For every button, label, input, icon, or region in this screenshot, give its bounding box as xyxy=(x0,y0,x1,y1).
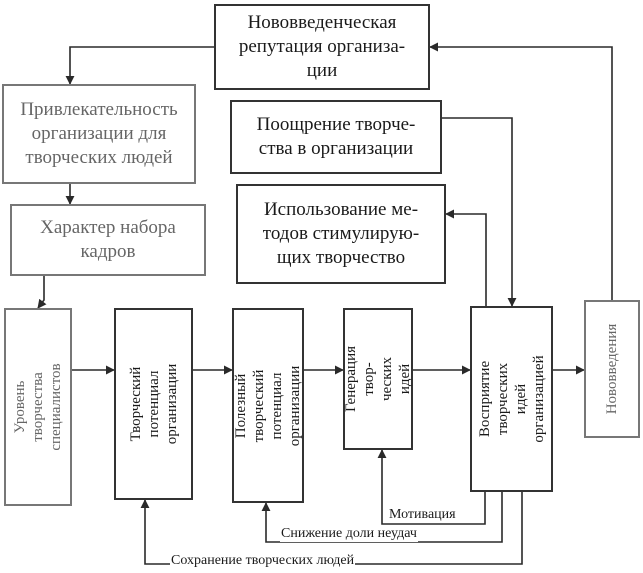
box-attractiveness-label: Привлекательность организации для творче… xyxy=(20,99,178,168)
box-stimulating-methods-label: Использование ме- тодов стимулирую- щих … xyxy=(262,199,420,268)
label-motivation: Мотивация xyxy=(388,507,457,523)
arrow-motivation-loop xyxy=(377,449,486,525)
box-idea-perception-label: Восприятие творческих идей организацией xyxy=(476,355,547,443)
box-idea-generation: Генерация твор- ческих идей xyxy=(343,308,413,450)
box-encouragement: Поощрение творче- ства в организации xyxy=(230,100,442,174)
box-attractiveness: Привлекательность организации для творче… xyxy=(2,84,196,184)
arrow-reputation-to-attractiveness xyxy=(65,46,214,85)
box-useful-potential: Полезный творческий потенциал организаци… xyxy=(232,308,304,503)
box-innovations-label: Нововведения xyxy=(604,323,620,415)
box-idea-perception: Восприятие творческих идей организацией xyxy=(470,306,553,492)
label-failure-reduction: Снижение доли неудач xyxy=(280,526,418,542)
box-useful-potential-label: Полезный творческий потенциал организаци… xyxy=(233,365,303,446)
arrow-encouragement-to-perception xyxy=(442,117,517,307)
box-stimulating-methods: Использование ме- тодов стимулирую- щих … xyxy=(236,184,446,284)
box-specialists-level-label: Уровень творчества специалистов xyxy=(12,363,64,451)
box-specialists-level: Уровень творчества специалистов xyxy=(4,308,72,506)
box-recruitment-label: Характер набора кадров xyxy=(40,217,176,262)
box-innovations: Нововведения xyxy=(584,300,640,438)
box-idea-generation-label: Генерация твор- ческих идей xyxy=(343,346,413,412)
box-encouragement-label: Поощрение творче- ства в организации xyxy=(256,114,416,159)
arrow-perception-to-methods xyxy=(445,209,487,306)
label-retention: Сохранение творческих людей xyxy=(170,553,356,569)
arrow-failure-reduction-loop xyxy=(261,492,503,543)
box-innovation-reputation-label: Нововведенческая репутация организа- ции xyxy=(238,12,406,81)
arrow-recruitment-to-specialists-level xyxy=(37,276,47,309)
box-creative-potential: Творческий потенциал организации xyxy=(114,308,193,500)
arrow-innovations-to-reputation xyxy=(429,42,613,300)
box-creative-potential-label: Творческий потенциал организации xyxy=(127,363,180,445)
box-recruitment: Характер набора кадров xyxy=(10,204,206,276)
box-innovation-reputation: Нововведенческая репутация организа- ции xyxy=(214,4,430,90)
